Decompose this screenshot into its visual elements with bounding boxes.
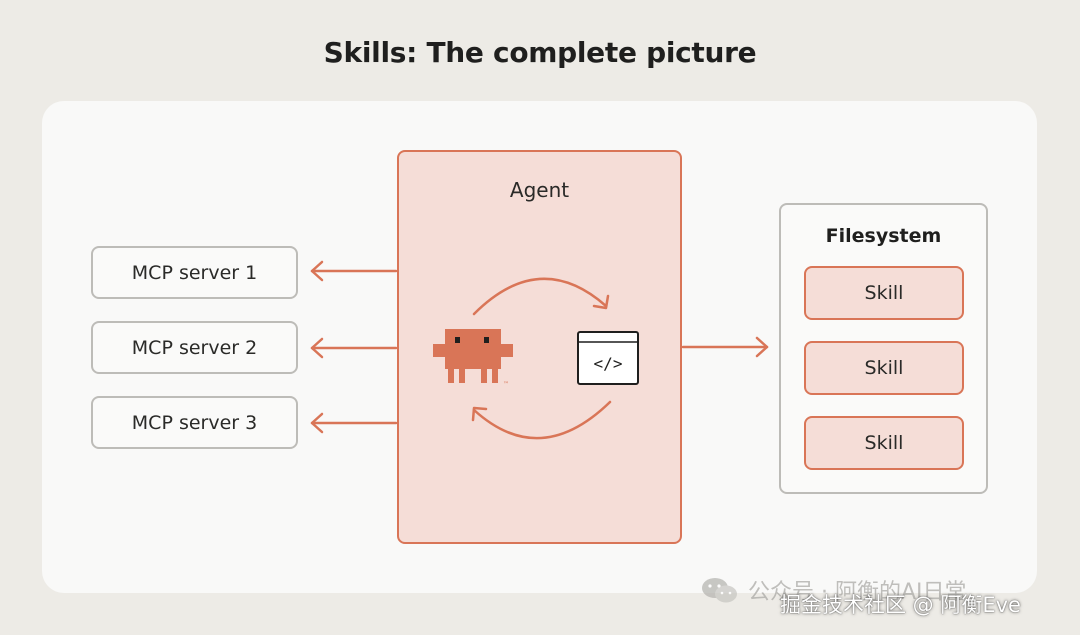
watermark-wechat: 公众号 · 阿衡的AI日常 (700, 574, 967, 606)
mcp-server-label: MCP server 1 (131, 261, 258, 284)
watermark-line-2: 掘金技术社区 @ 阿衡Eve (780, 593, 1021, 617)
code-window-icon: </> (577, 331, 639, 385)
skill-label: Skill (864, 282, 904, 304)
arrow-to-mcp-server-3 (310, 412, 398, 434)
filesystem-label: Filesystem (825, 225, 942, 247)
watermark-line-1: 公众号 · 阿衡的AI日常 (748, 580, 967, 605)
skill-label: Skill (864, 432, 904, 454)
arrow-to-mcp-server-1 (310, 260, 398, 282)
code-symbol: </> (594, 354, 623, 373)
skill-box-3: Skill (804, 416, 964, 470)
skill-label: Skill (864, 357, 904, 379)
arrow-to-mcp-server-2 (310, 337, 398, 359)
claude-crab-mascot-icon: ™ (433, 329, 513, 388)
filesystem-box: Filesystem Skill Skill Skill (779, 203, 988, 494)
diagram-title: Skills: The complete picture (323, 36, 757, 69)
mcp-server-label: MCP server 3 (131, 411, 258, 434)
trademark-mark: ™ (503, 381, 509, 388)
skill-box-2: Skill (804, 341, 964, 395)
mcp-server-box-1: MCP server 1 (91, 246, 298, 299)
agent-label: Agent (509, 178, 570, 202)
mcp-server-box-3: MCP server 3 (91, 396, 298, 449)
mcp-server-box-2: MCP server 2 (91, 321, 298, 374)
mcp-server-label: MCP server 2 (131, 336, 258, 359)
loop-arrow-top (472, 277, 610, 316)
skill-box-1: Skill (804, 266, 964, 320)
arrow-to-filesystem (681, 336, 769, 358)
loop-arrow-bottom (471, 400, 612, 440)
wechat-icon (702, 578, 737, 603)
